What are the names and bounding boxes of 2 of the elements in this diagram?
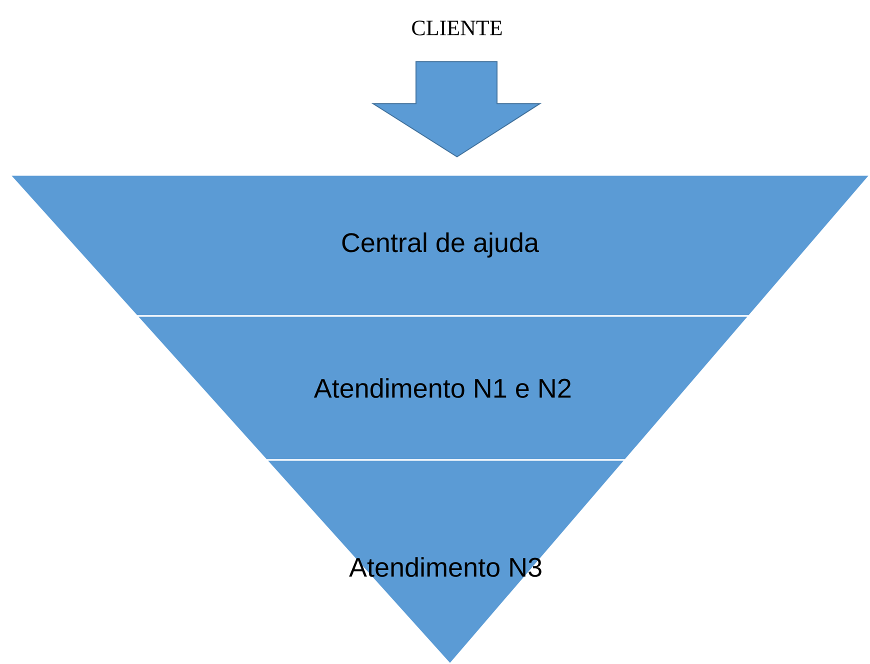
label-text: CLIENTE (412, 20, 502, 36)
block-arrow (371, 61, 542, 158)
